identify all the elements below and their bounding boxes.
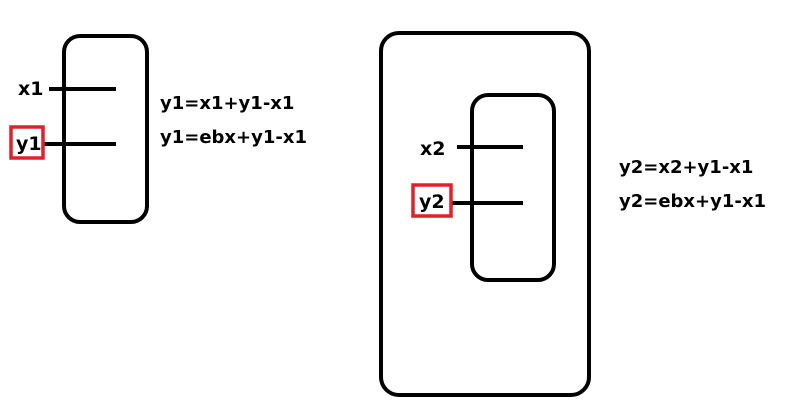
right-input-label: x2 [420, 138, 445, 160]
right-output-highlight [411, 183, 453, 218]
left-formula-1: y1=x1+y1-x1 [160, 93, 294, 114]
left-block: x1 y1 y1=x1+y1-x1 y1=ebx+y1-x1 [9, 34, 307, 224]
right-inner-box [470, 93, 556, 282]
left-output-label: y1 [16, 133, 42, 155]
right-formula-2: y2=ebx+y1-x1 [619, 191, 766, 212]
left-formula-2: y1=ebx+y1-x1 [160, 127, 307, 148]
left-inner-box [62, 34, 149, 224]
right-formula-1: y2=x2+y1-x1 [619, 157, 753, 178]
left-output-highlight [9, 125, 45, 160]
right-output-label: y2 [419, 191, 445, 213]
left-input-label: x1 [18, 78, 43, 100]
right-block: x2 y2 y2=x2+y1-x1 y2=ebx+y1-x1 [379, 31, 766, 397]
right-outer-box [379, 31, 591, 397]
